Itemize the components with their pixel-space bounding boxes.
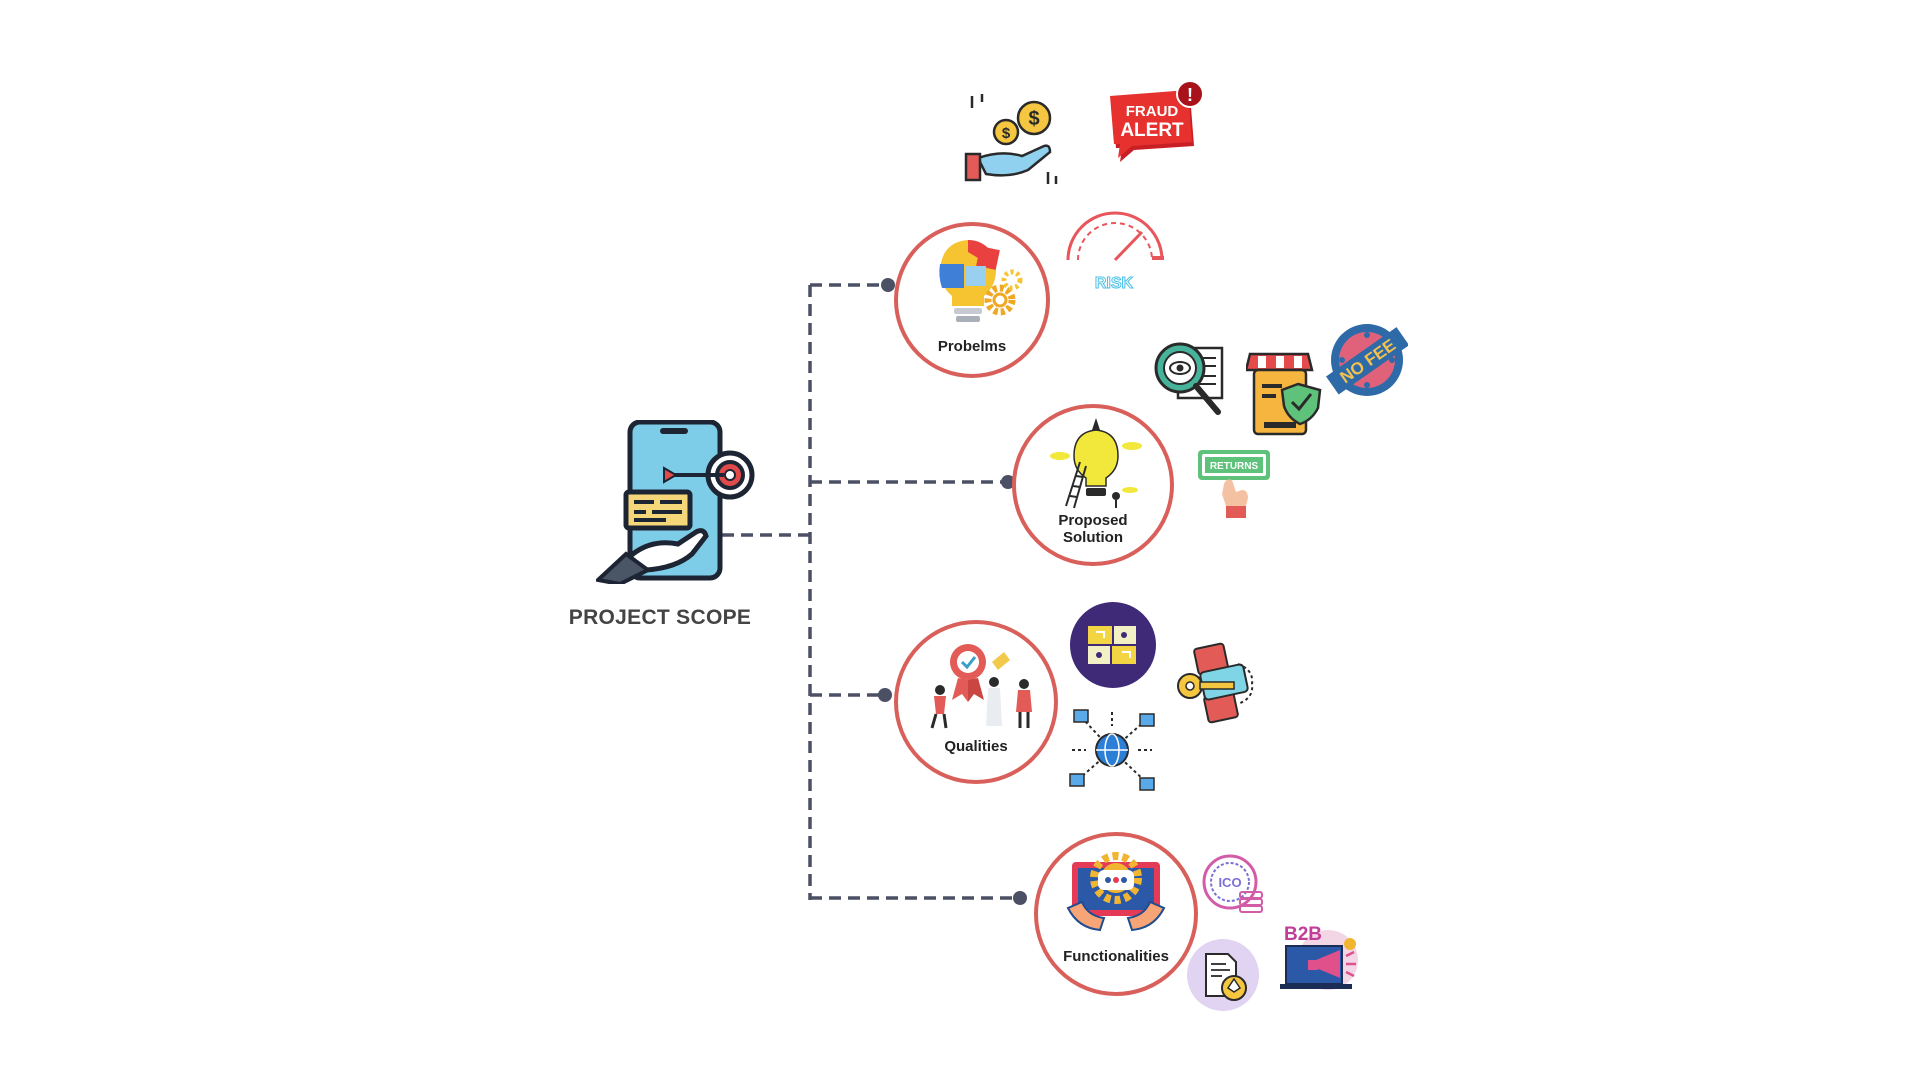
connector-dot-proposed-solution <box>1001 475 1015 489</box>
globe-network-icon <box>1069 709 1155 791</box>
node-problems[interactable]: Probelms <box>894 222 1050 378</box>
fraud-alert-line2: ALERT <box>1120 120 1184 141</box>
b2b-megaphone-icon: B2B <box>1280 924 1358 990</box>
blockchain-puzzle-icon <box>1070 602 1156 688</box>
node-label-proposed-solution-2: Solution <box>1063 529 1123 546</box>
node-label-proposed-solution-1: Proposed <box>1058 512 1128 529</box>
ico-coin-icon: ICO <box>1202 854 1263 913</box>
phone-target-hand-icon <box>593 419 755 587</box>
node-functionalities[interactable]: Functionalities <box>1034 832 1198 996</box>
lightbulb-ladder-icon <box>1050 418 1142 509</box>
returns-sign-icon: RETURNS <box>1198 450 1270 518</box>
fraud-alert-line1: FRAUD <box>1126 103 1179 120</box>
no-fee-badge-icon: NO FEE <box>1326 324 1408 396</box>
connector-dot-problems <box>881 278 895 292</box>
risk-text: RISK <box>1095 275 1134 292</box>
b2b-text: B2B <box>1284 924 1322 945</box>
node-proposed-solution[interactable]: Proposed Solution <box>1012 404 1174 566</box>
svg-text:$: $ <box>1002 125 1011 142</box>
node-label-functionalities: Functionalities <box>1063 948 1169 965</box>
connector-dot-qualities <box>878 688 892 702</box>
risk-gauge-icon: RISK <box>1066 211 1164 292</box>
document-search-icon <box>1154 342 1224 415</box>
root-label: PROJECT SCOPE <box>568 606 752 629</box>
award-people-icon <box>930 644 1032 729</box>
lightbulb-puzzle-gears-icon <box>939 240 1023 322</box>
ico-text: ICO <box>1218 875 1241 890</box>
root-node <box>593 419 756 587</box>
fraud-alert-badge: ! <box>1187 85 1193 105</box>
svg-text:$: $ <box>1028 108 1039 130</box>
store-shield-icon <box>1246 352 1322 436</box>
node-label-problems: Probelms <box>937 338 1007 355</box>
money-hand-icon: $ $ <box>964 94 1058 184</box>
node-label-qualities: Qualities <box>944 738 1008 755</box>
ethereum-document-icon <box>1187 939 1259 1011</box>
node-qualities[interactable]: Qualities <box>894 620 1058 784</box>
returns-text: RETURNS <box>1210 461 1259 472</box>
key-blocks-icon <box>1177 642 1254 724</box>
connector-dot-functionalities <box>1013 891 1027 905</box>
laptop-gear-chat-icon <box>1066 852 1166 932</box>
fraud-alert-icon: FRAUD ALERT ! <box>1110 80 1204 162</box>
